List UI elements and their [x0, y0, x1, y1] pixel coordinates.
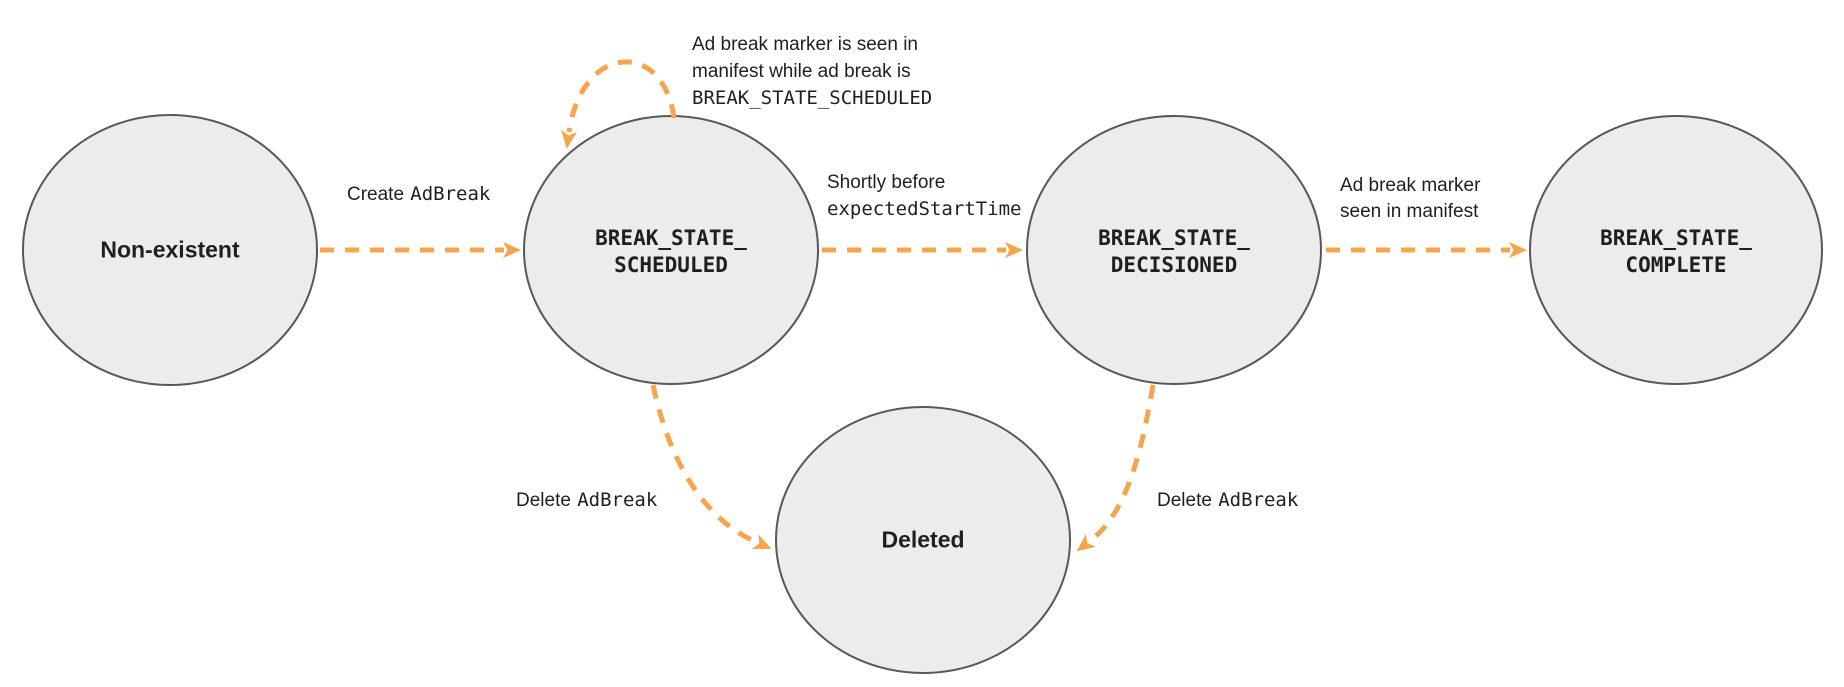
edge-label-delete-adbreak-left: Delete AdBreak — [516, 487, 657, 514]
edge-label-sans: Delete — [516, 490, 571, 511]
node-label-deleted: Deleted — [881, 527, 964, 554]
node-label-line: BREAK_STATE_ — [1600, 226, 1752, 250]
edge-label-marker-seen: Ad break marker seen in manifest — [1340, 173, 1480, 225]
edge-label-self-loop: Ad break marker is seen in manifest whil… — [692, 31, 932, 112]
node-label-break-state-decisioned: BREAK_STATE_ DECISIONED — [1098, 225, 1250, 279]
arrow-decisioned-to-deleted — [1076, 384, 1156, 552]
edge-label-code: AdBreak — [577, 489, 658, 511]
arrow-scheduled-to-deleted — [650, 384, 772, 549]
edge-label-sans: Create — [347, 184, 405, 205]
edge-label-sans: Delete — [1157, 490, 1212, 511]
node-label-line: SCHEDULED — [614, 253, 728, 277]
node-circle-break-state-decisioned — [1026, 115, 1322, 385]
node-label-line: COMPLETE — [1625, 253, 1727, 277]
node-label-break-state-complete: BREAK_STATE_ COMPLETE — [1600, 225, 1752, 279]
node-label-line: DECISIONED — [1110, 253, 1238, 277]
node-label-break-state-scheduled: BREAK_STATE_ SCHEDULED — [595, 225, 747, 279]
edge-label-line: seen in manifest — [1340, 201, 1479, 222]
edge-label-delete-adbreak-right: Delete AdBreak — [1157, 487, 1298, 514]
node-circle-non-existent — [22, 114, 318, 386]
node-circle-break-state-scheduled — [523, 115, 819, 385]
arrow-self-loop-scheduled — [561, 59, 677, 149]
node-label-line: BREAK_STATE_ — [595, 226, 747, 250]
edge-label-code: expectedStartTime — [827, 198, 1022, 220]
node-label-non-existent: Non-existent — [100, 237, 239, 264]
edge-label-shortly-before: Shortly before expectedStartTime — [827, 170, 1021, 222]
edge-label-line: Shortly before — [827, 172, 946, 193]
node-label-text: Deleted — [881, 526, 965, 553]
node-label-line: BREAK_STATE_ — [1098, 226, 1250, 250]
edge-label-code: BREAK_STATE_SCHEDULED — [692, 87, 933, 109]
edge-label-code: AdBreak — [1218, 489, 1299, 511]
edge-label-code: AdBreak — [410, 183, 491, 205]
node-circle-deleted — [775, 406, 1071, 674]
node-circle-break-state-complete — [1529, 115, 1823, 385]
edge-label-line: manifest while ad break is — [692, 61, 911, 82]
node-label-text: Non-existent — [100, 236, 240, 263]
edge-label-line: Ad break marker is seen in — [692, 34, 918, 55]
edge-label-line: Ad break marker — [1340, 175, 1481, 196]
